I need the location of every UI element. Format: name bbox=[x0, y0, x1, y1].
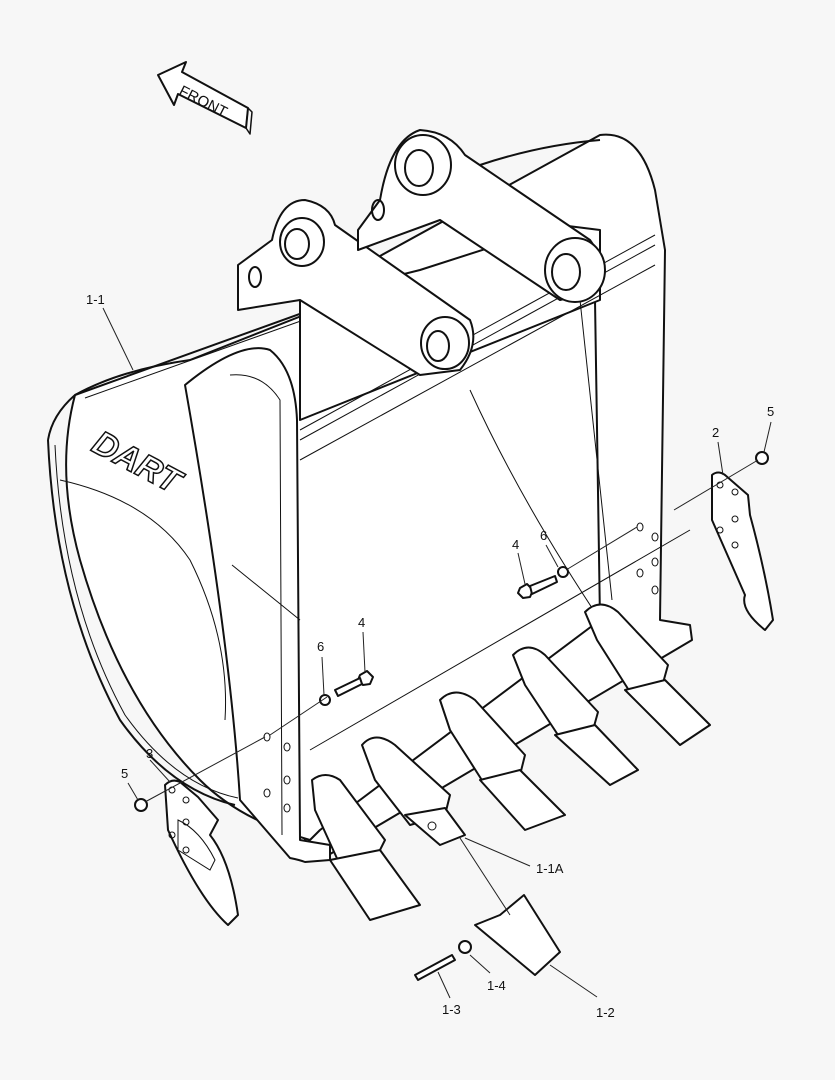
nut-icon bbox=[755, 451, 769, 465]
tooth-5 bbox=[584, 603, 711, 746]
nut-icon bbox=[134, 798, 148, 812]
callout-4-right: 4 bbox=[512, 537, 520, 552]
washer-icon bbox=[319, 694, 331, 706]
callout-1-2: 1-2 bbox=[596, 1005, 615, 1020]
callout-5-right: 5 bbox=[767, 404, 775, 419]
tooth-4 bbox=[512, 646, 639, 786]
side-cutter-left bbox=[164, 779, 239, 926]
callout-1-1: 1-1 bbox=[86, 292, 105, 307]
callout-2: 2 bbox=[712, 425, 720, 440]
leader-lines bbox=[102, 307, 772, 999]
tooth-1 bbox=[311, 774, 421, 921]
tooth-point-icon bbox=[474, 894, 561, 976]
front-arrow-icon: FRONT bbox=[157, 61, 253, 135]
callout-1-1A: 1-1A bbox=[536, 861, 564, 876]
bolt-icon bbox=[517, 583, 534, 599]
bucket-teeth bbox=[311, 603, 711, 921]
callout-1-4: 1-4 bbox=[487, 978, 506, 993]
mounting-brackets bbox=[237, 129, 606, 376]
tooth-2 bbox=[361, 736, 466, 846]
callout-1-3: 1-3 bbox=[442, 1002, 461, 1017]
washer-icon bbox=[557, 566, 569, 578]
callout-5-left: 5 bbox=[121, 766, 129, 781]
callout-6-left: 6 bbox=[317, 639, 325, 654]
callout-3: 3 bbox=[146, 746, 154, 761]
callout-6-right: 6 bbox=[540, 528, 548, 543]
callout-4-left: 4 bbox=[358, 615, 366, 630]
pin-icon bbox=[414, 954, 456, 981]
side-cutter-right bbox=[711, 471, 774, 631]
retainer-icon bbox=[458, 940, 472, 954]
tooth-3 bbox=[439, 691, 566, 831]
fasteners bbox=[134, 451, 769, 981]
